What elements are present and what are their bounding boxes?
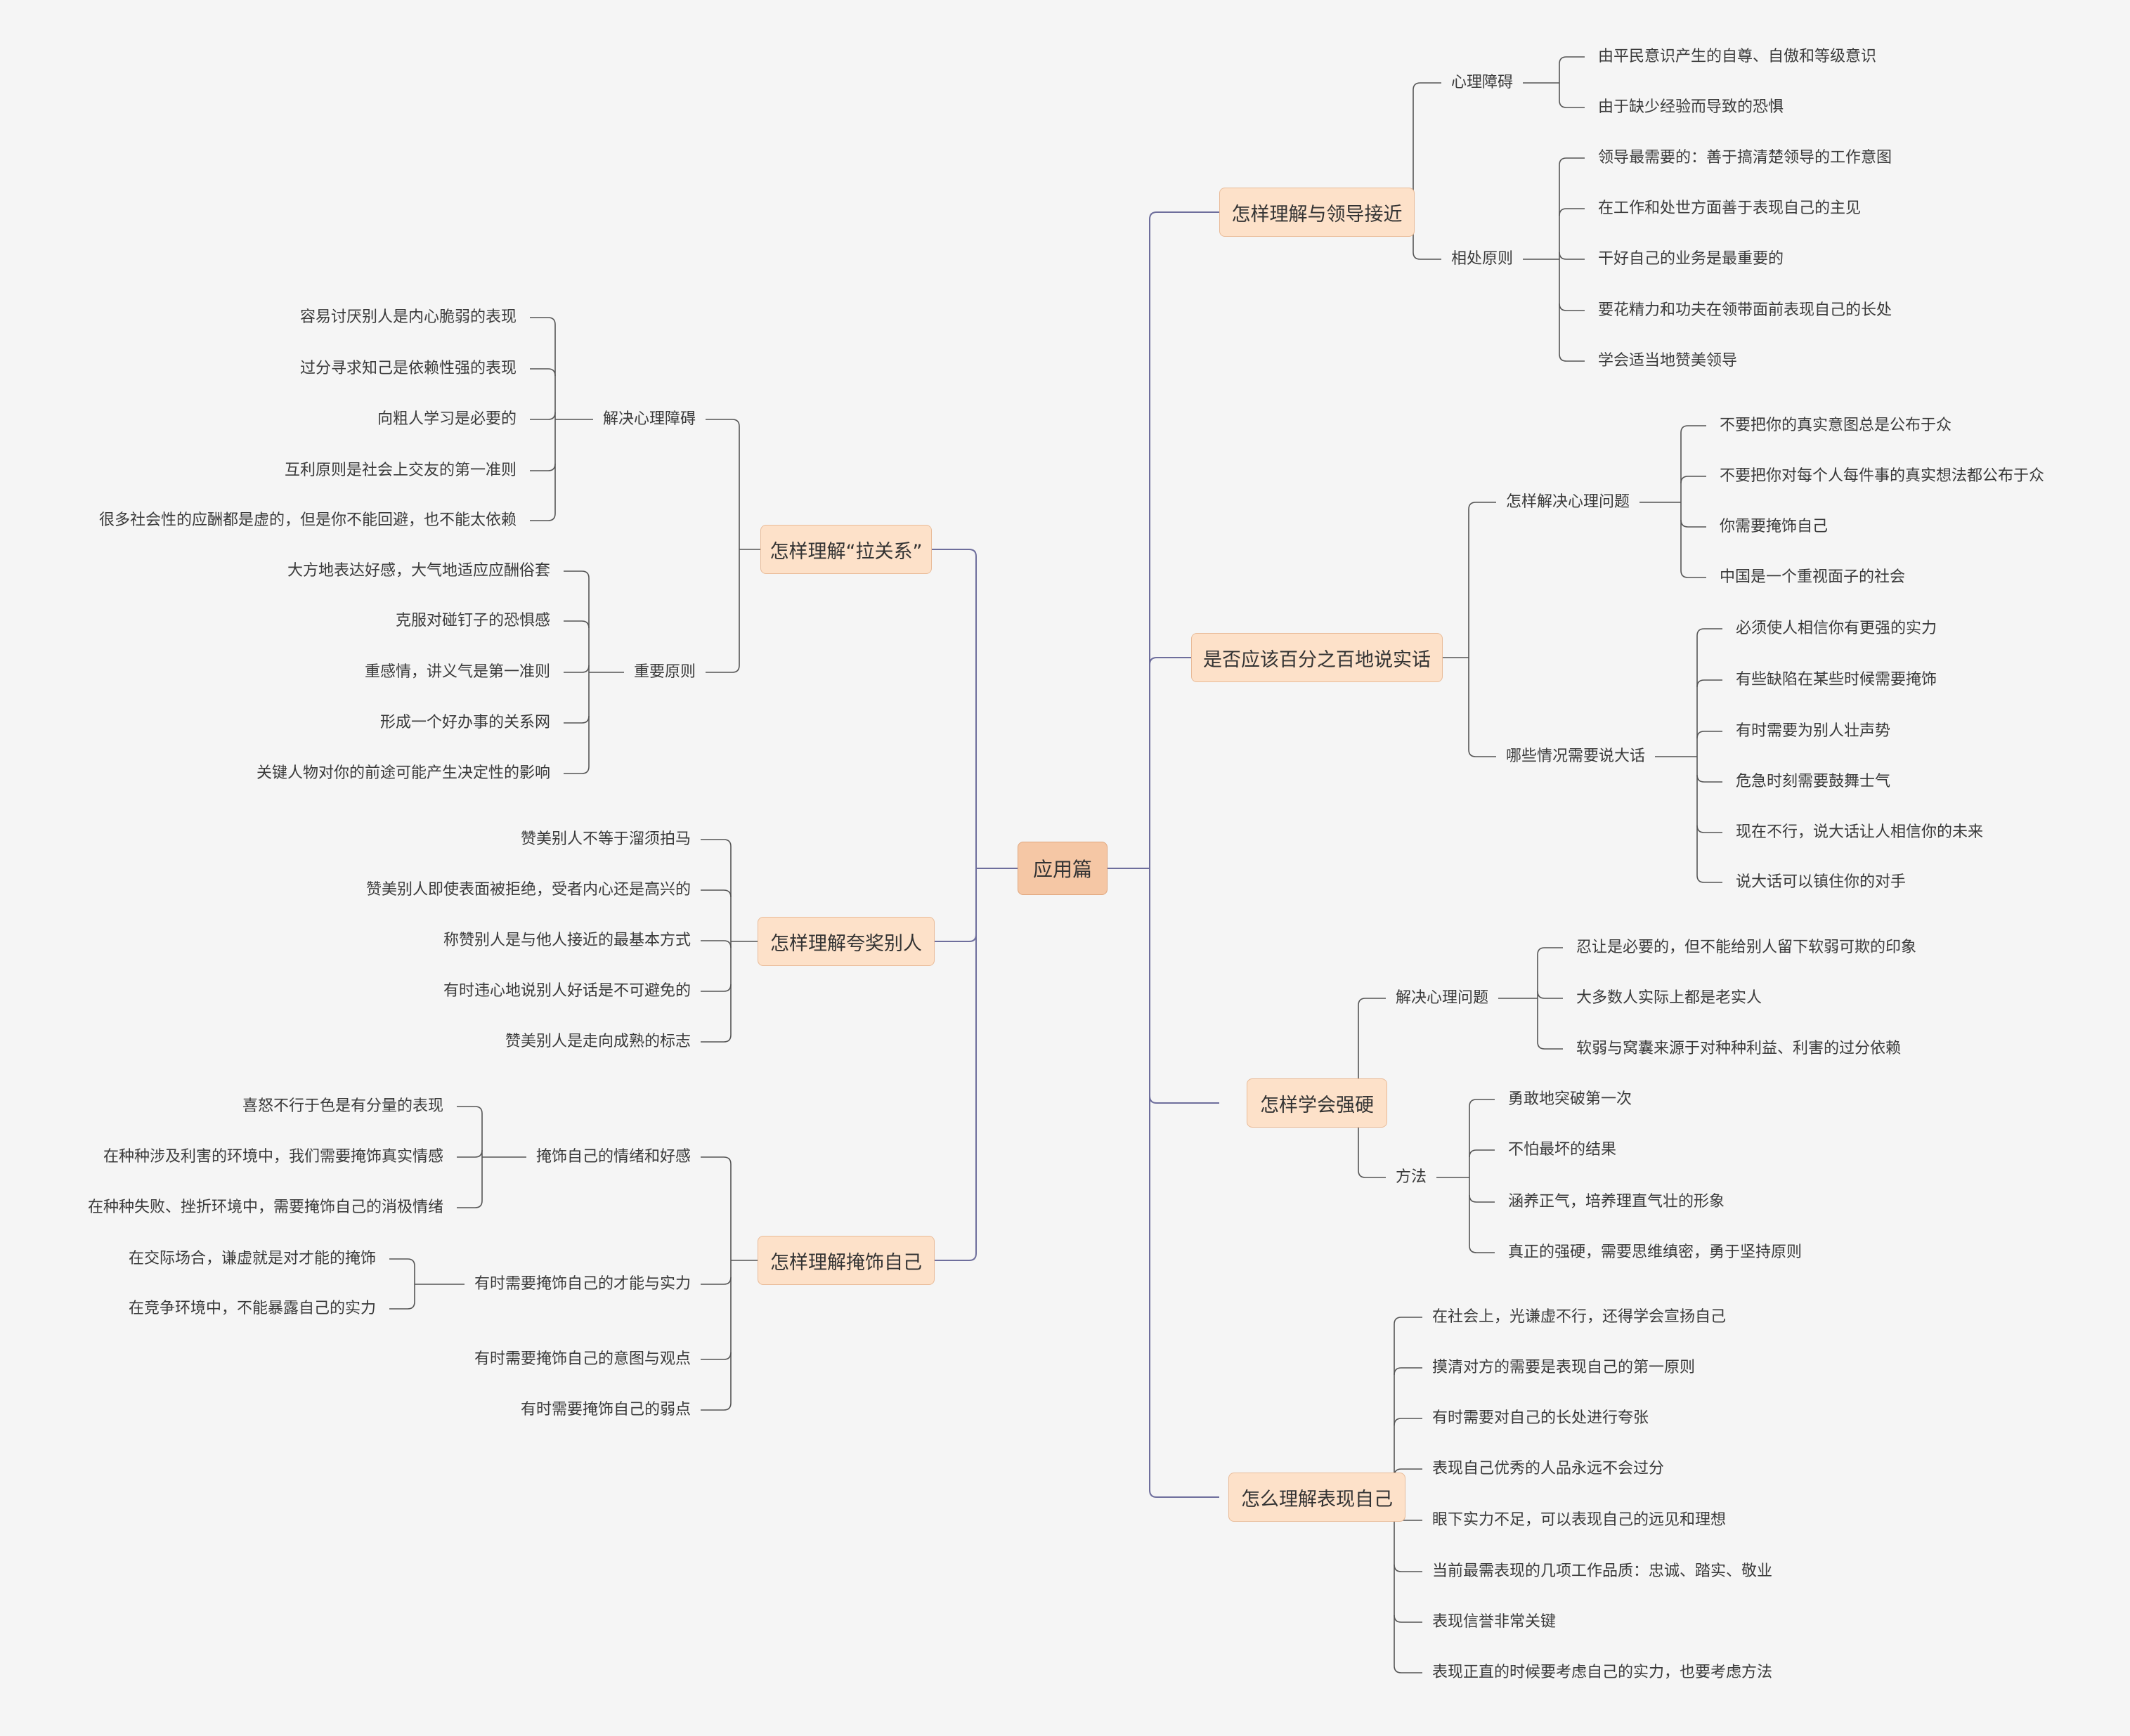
leaf-left-0-0-3: 互利原则是社会上交友的第一准则 bbox=[284, 462, 517, 479]
branch-right-3-1: 摸清对方的需要是表现自己的第一原则 bbox=[1432, 1359, 1696, 1376]
branch-left-1-3: 有时违心地说别人好话是不可避免的 bbox=[443, 982, 691, 1000]
leaf-right-2-1-2: 涵养正气，培养理直气壮的形象 bbox=[1508, 1193, 1725, 1210]
leaf-left-0-0-0: 容易讨厌别人是内心脆弱的表现 bbox=[299, 308, 517, 326]
branch-right-3-0: 在社会上，光谦虚不行，还得学会宣扬自己 bbox=[1432, 1308, 1727, 1326]
topic-right-0[interactable]: 怎样理解与领导接近 bbox=[1219, 188, 1415, 237]
branch-left-2-2: 有时需要掩饰自己的意图与观点 bbox=[474, 1350, 691, 1368]
branch-left-0-0: 解决心理障碍 bbox=[602, 410, 696, 428]
leaf-right-2-0-0: 忍让是必要的，但不能给别人留下软弱可欺的印象 bbox=[1576, 939, 1917, 956]
branch-left-2-0: 掩饰自己的情绪和好感 bbox=[535, 1148, 691, 1166]
leaf-right-1-0-1: 不要把你对每个人每件事的真实想法都公布于众 bbox=[1720, 467, 2045, 485]
topic-right-1[interactable]: 是否应该百分之百地说实话 bbox=[1191, 633, 1443, 682]
leaf-right-1-1-0: 必须使人相信你有更强的实力 bbox=[1736, 620, 1937, 637]
topic-left-2[interactable]: 怎样理解掩饰自己 bbox=[758, 1236, 935, 1285]
topic-left-0[interactable]: 怎样理解“拉关系” bbox=[760, 525, 932, 574]
leaf-right-2-0-2: 软弱与窝囊来源于对种种利益、利害的过分依赖 bbox=[1576, 1040, 1902, 1057]
branch-left-1-2: 称赞别人是与他人接近的最基本方式 bbox=[443, 932, 691, 949]
topic-right-3[interactable]: 怎么理解表现自己 bbox=[1228, 1473, 1405, 1522]
leaf-left-0-0-1: 过分寻求知己是依赖性强的表现 bbox=[299, 360, 517, 377]
branch-right-2-0: 解决心理问题 bbox=[1396, 989, 1489, 1007]
leaf-left-2-1-0: 在交际场合，谦虚就是对才能的掩饰 bbox=[128, 1250, 376, 1267]
branch-left-1-0: 赞美别人不等于溜须拍马 bbox=[520, 830, 691, 848]
leaf-left-2-1-1: 在竞争环境中，不能暴露自己的实力 bbox=[128, 1300, 376, 1317]
leaf-left-0-1-1: 克服对碰钉子的恐惧感 bbox=[395, 612, 550, 629]
leaf-right-1-0-0: 不要把你的真实意图总是公布于众 bbox=[1720, 417, 1952, 434]
branch-left-2-3: 有时需要掩饰自己的弱点 bbox=[520, 1401, 691, 1418]
leaf-right-1-1-1: 有些缺陷在某些时候需要掩饰 bbox=[1736, 671, 1937, 688]
leaf-right-0-1-0: 领导最需要的：善于搞清楚领导的工作意图 bbox=[1598, 149, 1892, 167]
branch-right-0-1: 相处原则 bbox=[1451, 250, 1514, 268]
leaf-right-0-0-1: 由于缺少经验而导致的恐惧 bbox=[1598, 98, 1784, 116]
topic-right-2[interactable]: 怎样学会强硬 bbox=[1247, 1078, 1387, 1128]
leaf-left-0-1-4: 关键人物对你的前途可能产生决定性的影响 bbox=[256, 764, 550, 782]
branch-right-3-7: 表现正直的时候要考虑自己的实力，也要考虑方法 bbox=[1432, 1664, 1773, 1681]
leaf-left-2-0-0: 喜怒不行于色是有分量的表现 bbox=[242, 1097, 443, 1115]
branch-left-0-1: 重要原则 bbox=[633, 663, 696, 681]
branch-right-3-2: 有时需要对自己的长处进行夸张 bbox=[1432, 1409, 1649, 1427]
branch-left-1-1: 赞美别人即使表面被拒绝，受者内心还是高兴的 bbox=[365, 881, 691, 899]
leaf-right-2-1-3: 真正的强硬，需要思维缜密，勇于坚持原则 bbox=[1508, 1244, 1803, 1261]
leaf-right-0-1-1: 在工作和处世方面善于表现自己的主见 bbox=[1598, 200, 1862, 217]
branch-right-2-1: 方法 bbox=[1396, 1168, 1427, 1186]
leaf-left-2-0-1: 在种种涉及利害的环境中，我们需要掩饰真实情感 bbox=[103, 1148, 443, 1166]
leaf-right-1-0-3: 中国是一个重视面子的社会 bbox=[1720, 568, 1906, 586]
branch-right-1-0: 怎样解决心理问题 bbox=[1506, 493, 1630, 511]
leaf-right-2-0-1: 大多数人实际上都是老实人 bbox=[1576, 989, 1762, 1007]
leaf-left-2-0-2: 在种种失败、挫折环境中，需要掩饰自己的消极情绪 bbox=[87, 1199, 443, 1216]
branch-right-1-1: 哪些情况需要说大话 bbox=[1506, 748, 1646, 765]
leaf-right-1-1-2: 有时需要为别人壮声势 bbox=[1736, 722, 1891, 740]
leaf-left-0-1-2: 重感情，讲义气是第一准则 bbox=[364, 663, 550, 681]
branch-right-0-0: 心理障碍 bbox=[1451, 74, 1514, 91]
leaf-right-0-0-0: 由平民意识产生的自尊、自傲和等级意识 bbox=[1598, 48, 1877, 65]
leaf-left-0-1-3: 形成一个好办事的关系网 bbox=[379, 714, 550, 731]
root-topic[interactable]: 应用篇 bbox=[1018, 842, 1108, 895]
branch-left-2-1: 有时需要掩饰自己的才能与实力 bbox=[474, 1275, 691, 1293]
topic-left-1[interactable]: 怎样理解夸奖别人 bbox=[758, 917, 935, 966]
leaf-right-1-1-4: 现在不行，说大话让人相信你的未来 bbox=[1736, 823, 1984, 841]
leaf-left-0-0-2: 向粗人学习是必要的 bbox=[377, 410, 517, 428]
branch-right-3-4: 眼下实力不足，可以表现自己的远见和理想 bbox=[1432, 1511, 1727, 1529]
leaf-right-1-1-5: 说大话可以镇住你的对手 bbox=[1736, 873, 1907, 891]
leaf-right-1-1-3: 危急时刻需要鼓舞士气 bbox=[1736, 773, 1891, 790]
branch-left-1-4: 赞美别人是走向成熟的标志 bbox=[505, 1033, 691, 1050]
branch-right-3-6: 表现信誉非常关键 bbox=[1432, 1613, 1557, 1631]
leaf-left-0-1-0: 大方地表达好感，大气地适应应酬俗套 bbox=[287, 562, 550, 580]
leaf-right-1-0-2: 你需要掩饰自己 bbox=[1720, 518, 1829, 535]
branch-right-3-3: 表现自己优秀的人品永远不会过分 bbox=[1432, 1460, 1665, 1477]
branch-right-3-5: 当前最需表现的几项工作品质：忠诚、踏实、敬业 bbox=[1432, 1562, 1773, 1580]
leaf-right-2-1-0: 勇敢地突破第一次 bbox=[1508, 1090, 1632, 1108]
leaf-right-2-1-1: 不怕最坏的结果 bbox=[1508, 1141, 1617, 1159]
leaf-left-0-0-4: 很多社会性的应酬都是虚的，但是你不能回避，也不能太依赖 bbox=[98, 511, 517, 529]
leaf-right-0-1-3: 要花精力和功夫在领带面前表现自己的长处 bbox=[1598, 301, 1892, 319]
leaf-right-0-1-2: 干好自己的业务是最重要的 bbox=[1598, 250, 1784, 268]
leaf-right-0-1-4: 学会适当地赞美领导 bbox=[1598, 352, 1738, 370]
